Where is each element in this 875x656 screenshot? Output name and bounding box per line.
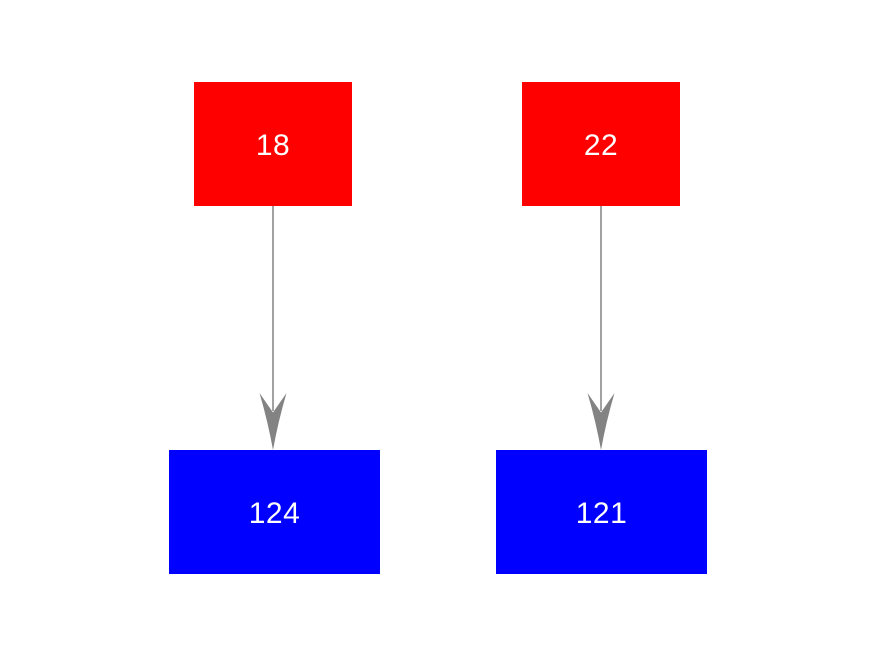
edge-22-to-121 (587, 206, 615, 450)
arrowhead-down-icon (259, 393, 287, 450)
node-124: 124 (169, 450, 380, 574)
node-124-label: 124 (248, 497, 301, 530)
node-121-label: 121 (575, 497, 628, 530)
node-22-label: 22 (583, 129, 619, 162)
arrowhead-down-icon (587, 393, 615, 450)
node-121: 121 (496, 450, 707, 574)
edge-18-to-124 (259, 206, 287, 450)
node-18: 18 (194, 82, 352, 206)
node-18-label: 18 (255, 129, 291, 162)
node-22: 22 (522, 82, 680, 206)
